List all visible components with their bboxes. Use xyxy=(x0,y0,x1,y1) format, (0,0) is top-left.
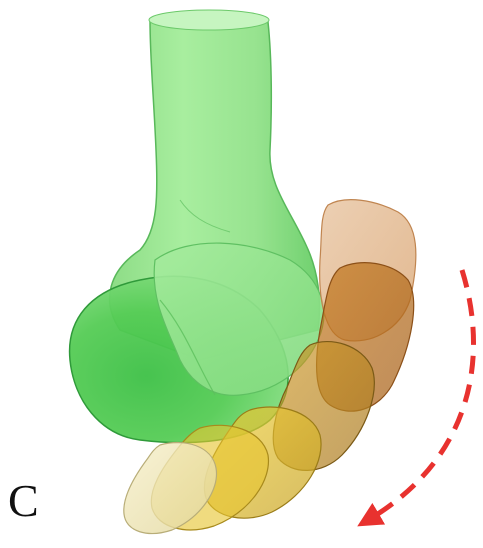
panel-label: C xyxy=(8,478,39,524)
femur-shaft-top xyxy=(149,10,269,30)
femur-bone xyxy=(70,10,324,443)
